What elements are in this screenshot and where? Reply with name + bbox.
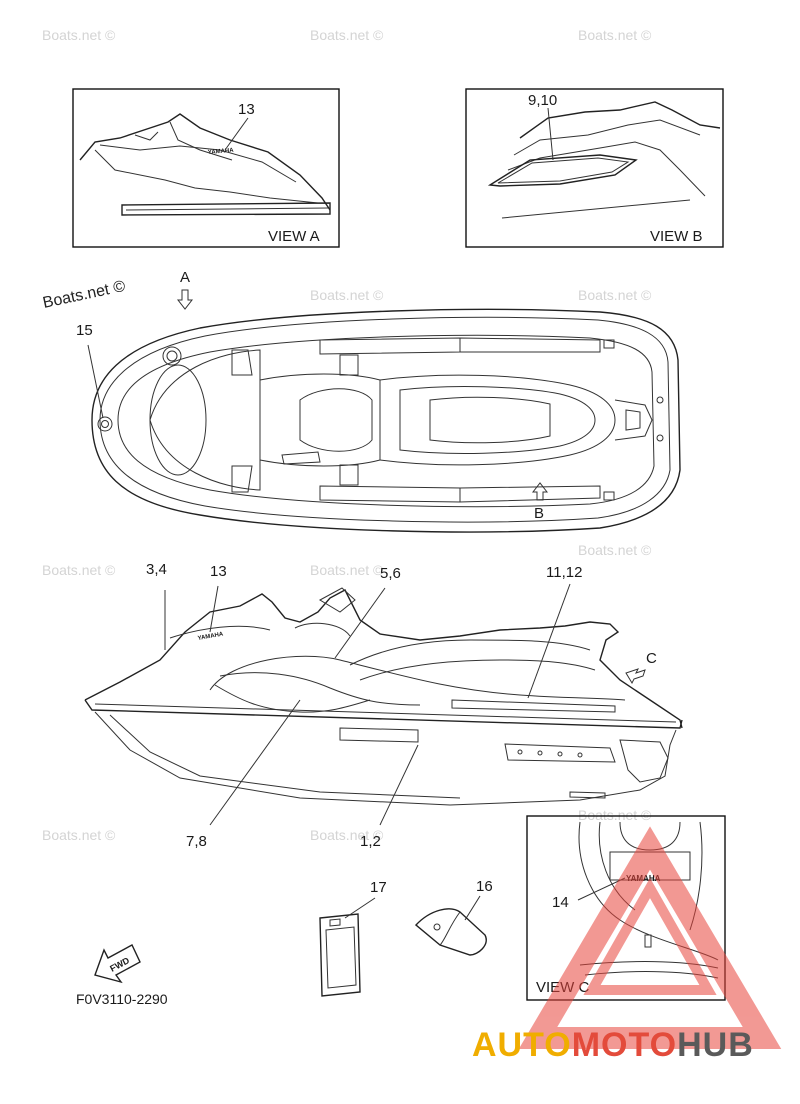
watermark: Boats.net © [310,27,384,43]
callout-13: 13 [238,101,255,118]
watermark-dark: Boats.net © [41,278,127,312]
callout-14: 14 [552,894,569,911]
diagram-code: F0V3110-2290 [76,991,168,1007]
watermark: Boats.net © [310,287,384,303]
automotohub-logo: AUTOMOTOHUB [472,826,782,1064]
brand-decal: YAMAHA [208,148,235,156]
logo-auto: AUTO [472,1026,572,1064]
arrow-up-icon [531,482,549,501]
part-17: 17 [319,879,387,997]
watermark: Boats.net © [310,827,384,843]
callout-16: 16 [476,878,493,895]
watermark: Boats.net © [578,27,652,43]
warning-triangle-icon [518,826,782,1049]
side-view: 3,4 13 YAMAHA 5,6 11,12 7,8 1,2 C [84,561,683,850]
arrow-left-icon [625,668,646,685]
view-a-label: VIEW A [268,228,320,245]
callout-5-6: 5,6 [380,565,401,582]
watermark: Boats.net © [310,562,384,578]
arrow-down-icon [176,289,194,310]
watermark: Boats.net © [42,827,116,843]
logo-hub: HUB [677,1026,754,1064]
callout-11-12: 11,12 [546,564,582,581]
watermark: Boats.net © [42,27,116,43]
svg-text:AUTOMOTOHUB: AUTOMOTOHUB [472,1026,754,1064]
fwd-label: FWD [108,955,131,974]
watermarks: Boats.net © Boats.net © Boats.net © Boat… [41,27,652,843]
forward-arrow: FWD [94,944,141,984]
watermark: Boats.net © [578,287,652,303]
callout-3-4: 3,4 [146,561,167,578]
callout-7-8: 7,8 [186,833,207,850]
part-16: 16 [414,878,493,956]
watermark: Boats.net © [42,562,116,578]
callout-1-2: 1,2 [360,833,381,850]
arrow-c-label: C [646,650,657,667]
watermark: Boats.net © [578,542,652,558]
callout-15: 15 [76,322,93,339]
view-a-arrow: A [176,269,194,310]
view-b-label: VIEW B [650,228,703,245]
view-b-panel: 9,10 VIEW B [465,88,724,248]
fwd-arrow-icon [94,944,141,984]
watermark: Boats.net © [578,807,652,823]
arrow-a-label: A [180,269,190,286]
callout-9-10: 9,10 [528,92,557,109]
callout-17: 17 [370,879,387,896]
view-a-panel: YAMAHA 13 VIEW A [72,88,340,248]
top-view: 15 B [76,308,681,533]
brand-decal-side: YAMAHA [197,631,224,642]
logo-moto: MOTO [572,1026,677,1064]
arrow-b-label: B [534,505,544,522]
callout-13-side: 13 [210,563,227,580]
